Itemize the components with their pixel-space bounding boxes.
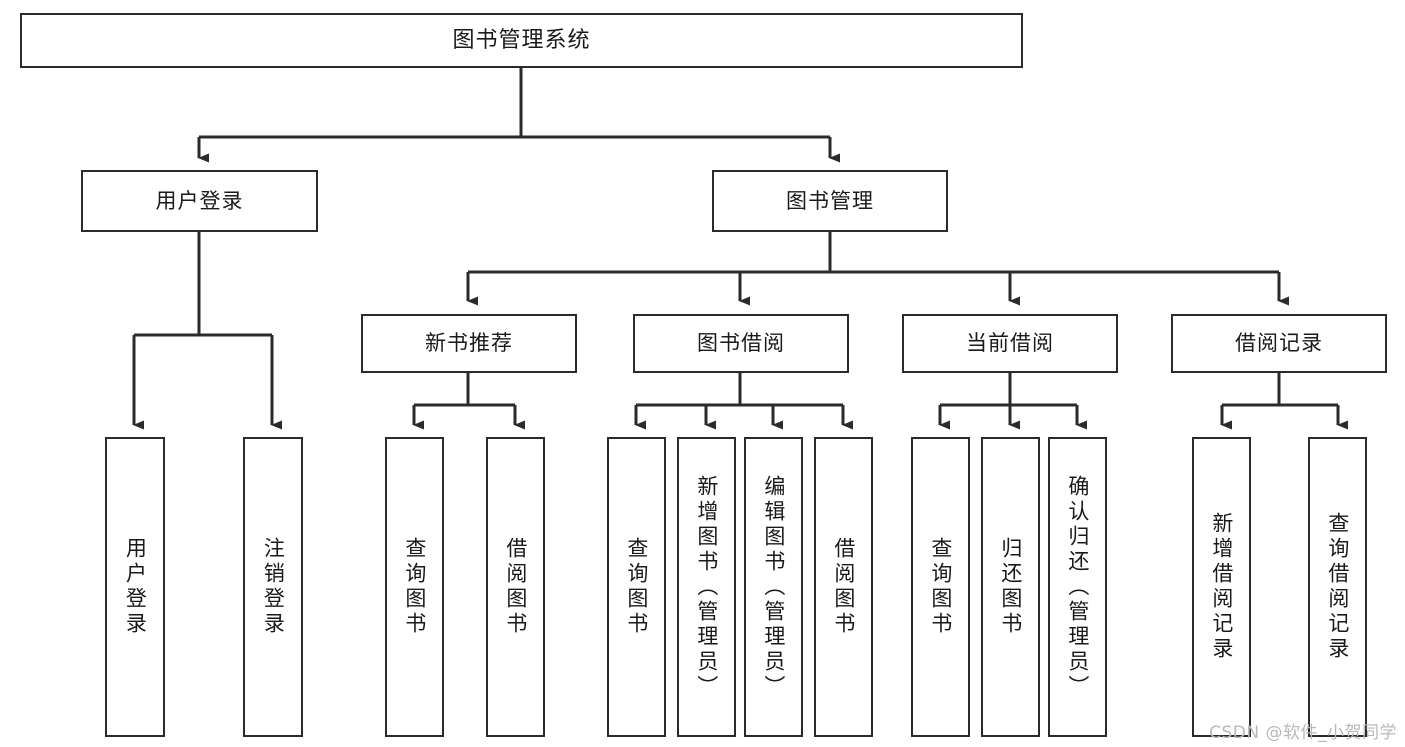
node-label: 借阅记录 [1235,331,1323,356]
node-label: 图书管理系统 [452,27,591,53]
node-label: 图书借阅 [697,331,785,356]
node-label: 图书管理 [786,188,874,213]
node-user-login[interactable]: 用户登录 [81,170,318,232]
node-label: 编辑图书（管理员） [761,474,786,700]
leaf-add-borrow-record[interactable]: 新增借阅记录 [1192,437,1251,737]
leaf-add-book-admin[interactable]: 新增图书（管理员） [677,437,736,737]
node-label: 确认归还（管理员） [1065,474,1090,700]
node-book-borrowing[interactable]: 图书借阅 [633,314,849,373]
leaf-query-book-2[interactable]: 查询图书 [607,437,666,737]
node-label: 查询图书 [402,537,427,637]
node-label: 查询借阅记录 [1325,512,1350,662]
leaf-query-book-1[interactable]: 查询图书 [385,437,444,737]
leaf-logout-login[interactable]: 注销登录 [243,437,303,737]
node-label: 用户登录 [155,188,244,213]
leaf-borrow-book-2[interactable]: 借阅图书 [814,437,873,737]
node-label: 当前借阅 [966,331,1054,356]
node-label: 注销登录 [261,537,286,637]
node-root-book-management-system[interactable]: 图书管理系统 [20,13,1023,68]
node-borrowing-record[interactable]: 借阅记录 [1171,314,1387,373]
node-label: 新增借阅记录 [1209,512,1234,662]
node-label: 借阅图书 [831,537,856,637]
node-label: 归还图书 [998,537,1023,637]
leaf-return-book[interactable]: 归还图书 [981,437,1040,737]
leaf-confirm-return-admin[interactable]: 确认归还（管理员） [1048,437,1107,737]
leaf-user-login[interactable]: 用户登录 [105,437,165,737]
node-label: 新书推荐 [425,331,513,356]
leaf-query-book-3[interactable]: 查询图书 [911,437,970,737]
node-label: 新增图书（管理员） [694,474,719,700]
leaf-edit-book-admin[interactable]: 编辑图书（管理员） [744,437,803,737]
node-current-borrowing[interactable]: 当前借阅 [902,314,1118,373]
node-label: 查询图书 [624,537,649,637]
node-label: 借阅图书 [503,537,528,637]
node-book-management[interactable]: 图书管理 [712,170,948,232]
csdn-watermark: CSDN @软件_小贺同学 [1209,723,1397,743]
node-label: 查询图书 [928,537,953,637]
leaf-borrow-book-1[interactable]: 借阅图书 [486,437,545,737]
node-new-book-recommendation[interactable]: 新书推荐 [361,314,577,373]
leaf-query-borrow-record[interactable]: 查询借阅记录 [1308,437,1367,737]
node-label: 用户登录 [123,537,148,637]
